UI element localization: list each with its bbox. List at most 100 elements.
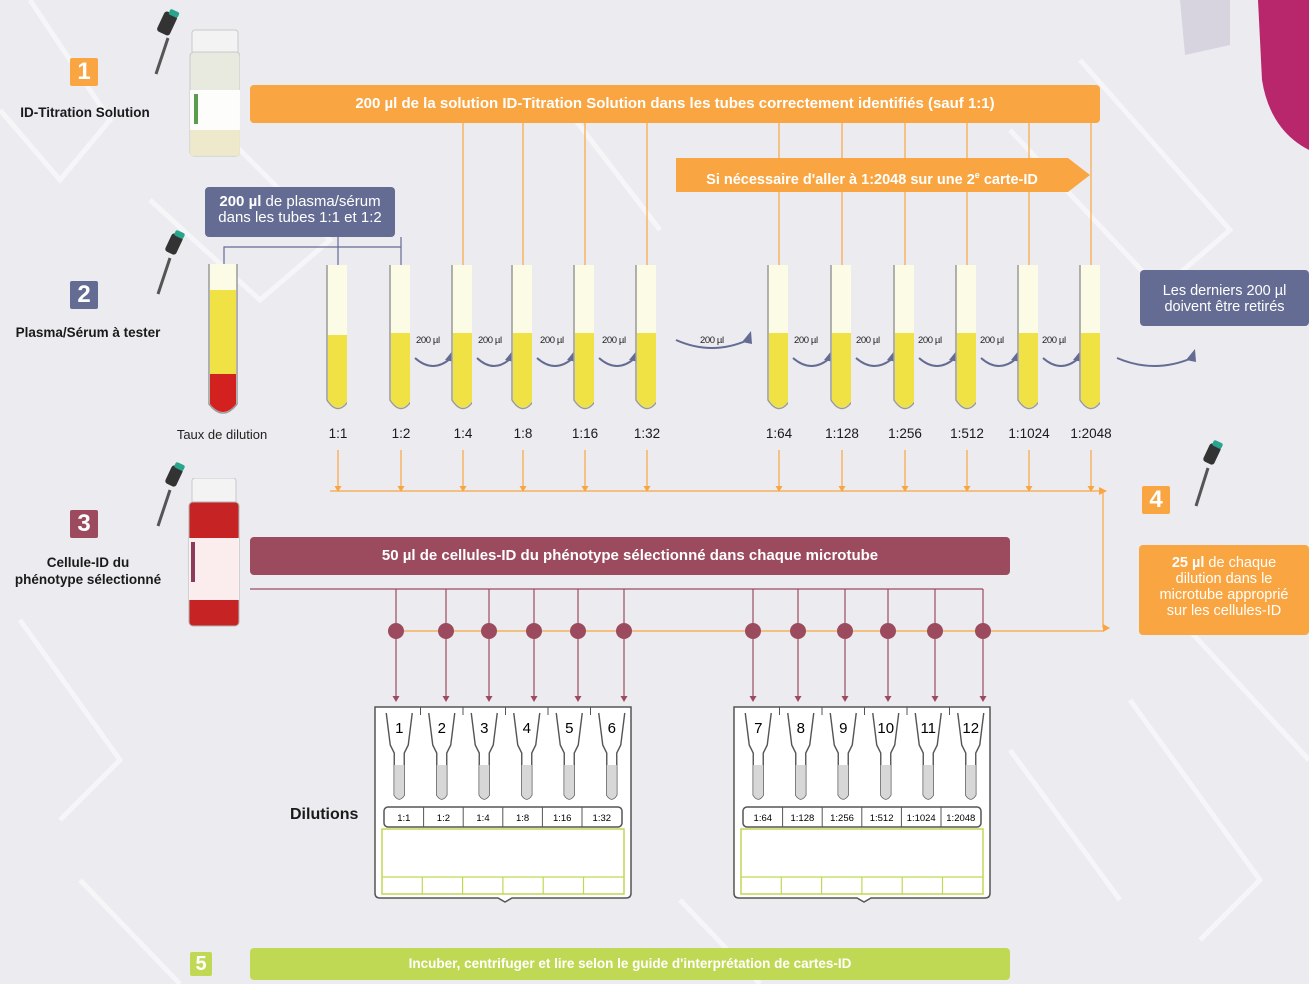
card-dilution-label: 1:16 — [553, 813, 572, 824]
cells-arrow-6-head — [620, 696, 628, 702]
mix-dot-1 — [388, 623, 404, 639]
card-well-number: 6 — [608, 720, 616, 737]
cells-arrow-2-head — [442, 696, 450, 702]
transfer-label: 200 µl — [856, 335, 880, 346]
mix-dot-6 — [616, 623, 632, 639]
step-4-note-line4: sur les cellules-ID — [1166, 603, 1282, 619]
dilution-tube-1:8 — [511, 265, 532, 410]
collect-arrow-9-head — [963, 486, 971, 492]
collect-arrow-8-head — [901, 486, 909, 492]
second-card-text-end: carte-ID — [979, 171, 1038, 188]
collect-arrow-3-head — [519, 486, 527, 492]
cells-arrow-12-head — [979, 696, 987, 702]
cells-arrow-8-head — [794, 696, 802, 702]
second-card-text: Si nécessaire d'aller à 1:2048 sur une 2 — [706, 171, 975, 188]
dilution-tube-1:32 — [635, 265, 656, 410]
collect-arrow-4-head — [581, 486, 589, 492]
tube-label-1:128: 1:128 — [825, 426, 859, 441]
collect-arrow-5-head — [643, 486, 651, 492]
transfer-curve-last-head — [1186, 349, 1196, 362]
step-5-banner: Incuber, centrifuger et lire selon le gu… — [250, 948, 1010, 980]
collect-arrow-1-head — [397, 486, 405, 492]
tube-label-1:256: 1:256 — [888, 426, 922, 441]
transfer-curve-10 — [1042, 357, 1080, 367]
cells-arrow-1-head — [392, 696, 400, 702]
plasma-connector — [223, 246, 401, 278]
card-well-number: 3 — [480, 720, 488, 737]
cells-banner: 50 µl de cellules-ID du phénotype sélect… — [250, 537, 1010, 575]
plasma-note-line2: dans les tubes 1:1 et 1:2 — [218, 209, 382, 226]
card-well-number: 11 — [920, 720, 936, 737]
card-dilution-label: 1:128 — [791, 813, 815, 824]
dilutions-title: Dilutions — [290, 806, 359, 823]
plasma-note-text: de plasma/sérum — [261, 193, 381, 210]
second-card-banner-shape — [676, 158, 1090, 192]
transfer-label: 200 µl — [980, 335, 1004, 346]
collect-arrow-2-head — [459, 486, 467, 492]
dilution-rate-label: Taux de dilution — [176, 427, 268, 442]
collect-down-head — [1103, 624, 1110, 632]
cells-arrow-5-head — [574, 696, 582, 702]
dilution-tube-1:128 — [830, 265, 851, 410]
pipette-2-icon — [156, 230, 185, 295]
tube-label-1:32: 1:32 — [633, 426, 661, 441]
step-1-number: 1 — [70, 58, 98, 86]
step-3-label-line1: Cellule-ID du — [46, 555, 130, 570]
dilution-tube-1:4 — [451, 265, 472, 410]
card-dilution-label: 1:2 — [437, 813, 450, 824]
tube-label-1:512: 1:512 — [950, 426, 984, 441]
transfer-label: 200 µl — [540, 335, 564, 346]
transfer-label: 200 µl — [416, 335, 440, 346]
last-note-line2: doivent être retirés — [1164, 299, 1285, 315]
collect-arrow-11-head — [1087, 486, 1095, 492]
pipette-3-icon — [156, 462, 185, 527]
tube-label-1:1024: 1:1024 — [1008, 426, 1050, 441]
transfer-curve-gap — [675, 339, 749, 349]
cells-arrow-4-head — [530, 696, 538, 702]
step-2-label: Plasma/Sérum à tester — [15, 325, 161, 340]
card-dilution-label: 1:1 — [397, 813, 410, 824]
transfer-curve-6 — [792, 357, 831, 367]
cells-arrow-7-head — [749, 696, 757, 702]
card-well-number: 10 — [877, 720, 894, 737]
collect-right-head — [1099, 487, 1107, 495]
dilution-tube-1:1024 — [1017, 265, 1038, 410]
pipette-1-icon — [154, 9, 240, 157]
plasma-note-bold: 200 µl — [219, 193, 262, 210]
tube-label-1:64: 1:64 — [765, 426, 793, 441]
second-card-superscript: e — [974, 170, 980, 180]
second-card-banner: Si nécessaire d'aller à 1:2048 sur une 2… — [676, 158, 1068, 192]
transfer-curve-3 — [536, 357, 574, 367]
card-well-number: 4 — [523, 720, 531, 737]
collect-arrow-6-head — [775, 486, 783, 492]
cell-bottle-icon — [188, 478, 240, 627]
tube-label-1:8: 1:8 — [513, 426, 533, 441]
card-well-number: 5 — [565, 720, 573, 737]
step-4-number: 4 — [1142, 486, 1170, 514]
mix-dot-10 — [880, 623, 896, 639]
source-plasma-tube — [208, 264, 238, 414]
card-dilution-label: 1:1024 — [907, 813, 936, 824]
transfer-label: 200 µl — [918, 335, 942, 346]
cells-arrow-3-head — [485, 696, 493, 702]
transfer-label: 200 µl — [794, 335, 818, 346]
tube-label-1:16: 1:16 — [571, 426, 599, 441]
card-dilution-label: 1:64 — [754, 813, 773, 824]
mix-dot-7 — [745, 623, 761, 639]
step-2-number: 2 — [70, 281, 98, 309]
step-1-label: ID-Titration Solution — [20, 105, 150, 120]
mix-dot-9 — [837, 623, 853, 639]
mix-dot-2 — [438, 623, 454, 639]
cells-arrow-9-head — [841, 696, 849, 702]
card-dilution-label: 1:256 — [830, 813, 854, 824]
card-dilution-label: 1:8 — [516, 813, 529, 824]
transfer-curve-4 — [598, 357, 636, 367]
collect-arrow-0-head — [334, 486, 342, 492]
card-dilution-label: 1:2048 — [946, 813, 975, 824]
card-well-number: 8 — [797, 720, 805, 737]
